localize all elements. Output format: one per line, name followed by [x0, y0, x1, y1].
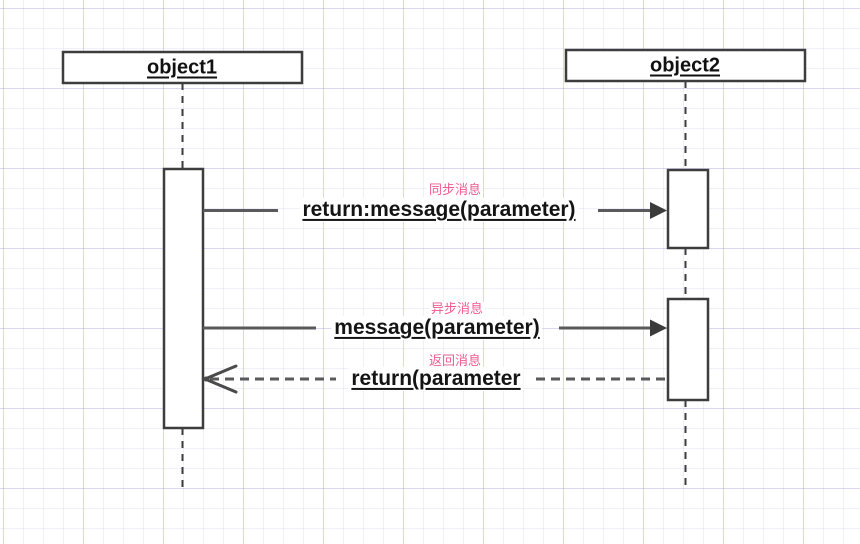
message-async-arrow[interactable] — [203, 319, 667, 337]
activation-bar-object2-first[interactable] — [666, 168, 710, 250]
message-label-async[interactable]: message(parameter) — [331, 315, 543, 341]
message-label-sync[interactable]: return:message(parameter) — [299, 197, 579, 223]
actor-label-object2[interactable]: object2 — [649, 54, 721, 77]
message-sync-arrow[interactable] — [203, 202, 667, 219]
filled-arrowhead-icon — [650, 202, 667, 219]
actor-box-object1[interactable] — [61, 50, 304, 85]
annotation-return-message[interactable]: 返回消息 — [426, 352, 484, 369]
activation-bar-object2-second[interactable] — [666, 297, 710, 402]
actor-label-object1[interactable]: object1 — [146, 56, 218, 79]
activation-bar-object1[interactable] — [162, 167, 205, 430]
annotation-async-message[interactable]: 异步消息 — [428, 300, 486, 317]
actor-box-object2[interactable] — [564, 48, 807, 83]
arrow-tip-dot — [203, 376, 209, 382]
annotation-sync-message[interactable]: 同步消息 — [426, 181, 484, 198]
message-label-return[interactable]: return(parameter — [348, 366, 524, 392]
filled-arrowhead-icon — [650, 319, 667, 337]
message-return-arrow[interactable] — [201, 364, 669, 394]
